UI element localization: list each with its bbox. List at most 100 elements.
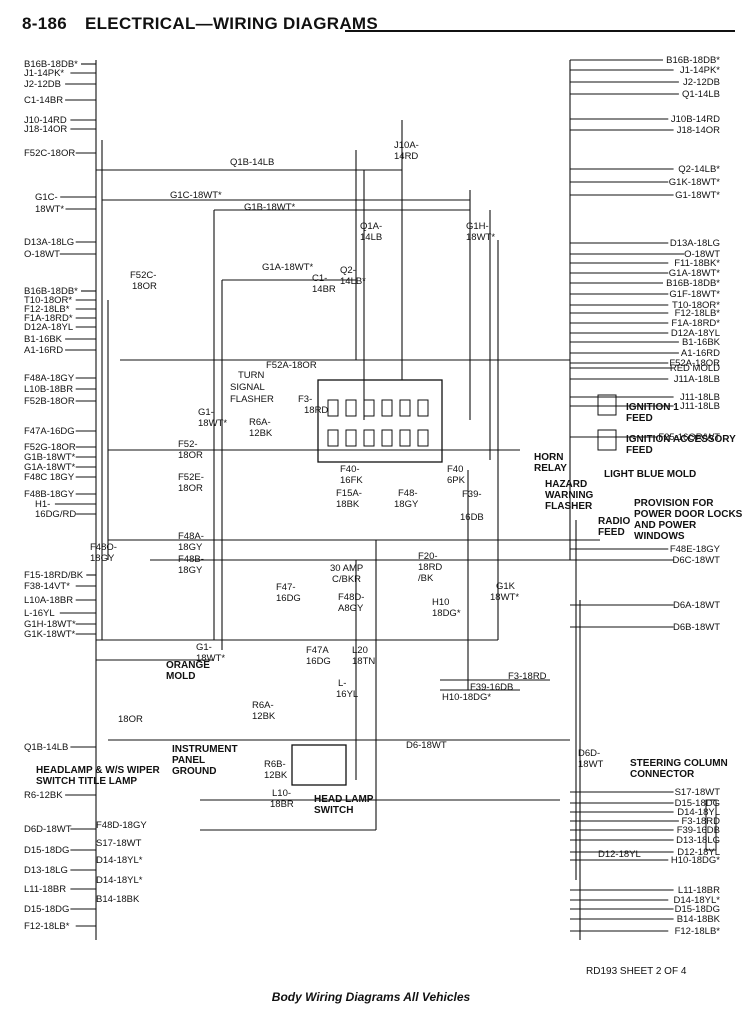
wire-label: T10-18OR*: [24, 295, 72, 306]
wire-label: J1-14PK*: [24, 68, 64, 79]
wire-label: F25-16OR/WT: [658, 432, 720, 443]
wire-label: Q2-14LB*: [678, 164, 720, 175]
wire-label: FEED: [598, 527, 625, 538]
wire-label: FEED: [626, 413, 653, 424]
wire-label: J18-14OR: [677, 125, 720, 136]
wire-label: A1-16RD: [681, 348, 720, 359]
wire-label: D15-18DG: [24, 845, 69, 856]
wire-label: GROUND: [172, 766, 216, 777]
wire-label: HAZARD: [545, 479, 587, 490]
wire-label: TURN: [238, 370, 265, 381]
wire-label: B16B-18DB*: [666, 55, 720, 66]
fuse-cavity: [381, 399, 393, 417]
wire-label: F48A-18GY: [24, 373, 75, 384]
wire-label: 16YL: [336, 689, 358, 700]
wire-label: /BK: [418, 573, 434, 584]
header-rule: [345, 30, 735, 32]
fuse-cavity: [327, 399, 339, 417]
wire-label: J11A-18LB: [674, 374, 720, 385]
wire-label: 18WT*: [35, 204, 64, 215]
wire-label: 12BK: [249, 428, 273, 439]
wire-label: B16B-18DB*: [24, 59, 78, 70]
wire-label: A1-16RD: [24, 345, 63, 356]
wire-label: G1K: [496, 581, 516, 592]
wire-label: G1-18WT*: [675, 190, 720, 201]
wire-label: 18GY: [178, 542, 203, 553]
wire-label: INSTRUMENT: [172, 744, 238, 755]
wire-label: 16DG: [276, 593, 301, 604]
wire-label: G1-: [198, 407, 214, 418]
wire-label: HORN: [534, 452, 563, 463]
wire-label: 18TN: [352, 656, 375, 667]
ignition-accessory-connector: [597, 429, 617, 451]
wire-label: RELAY: [534, 463, 567, 474]
wire-label: D6C-18WT: [672, 555, 720, 566]
wire-label: 16DG: [306, 656, 331, 667]
wire-label: 12BK: [252, 711, 276, 722]
fuse-cavity: [399, 399, 411, 417]
wire-label: 18OR: [132, 281, 157, 292]
wire-label: F48A-: [178, 531, 204, 542]
fuse-cavity: [327, 429, 339, 447]
wire-label: Q1B-14LB: [230, 157, 274, 168]
wire-label: F48E-18GY: [670, 544, 721, 555]
fuse-cavity: [345, 399, 357, 417]
wire-label: D13A-18LG: [24, 237, 74, 248]
wire-label: RADIO: [598, 516, 630, 527]
wire-label: F52G-18OR: [24, 442, 76, 453]
wire-label: 30 AMP: [330, 563, 363, 574]
wire-label: L11-18BR: [678, 885, 720, 896]
wire-label: RED MOLD: [670, 363, 720, 374]
wire-label: D12-18YL: [598, 849, 641, 860]
wire-label: J10-14RD: [24, 115, 67, 126]
wire-label: F47A-16DG: [24, 426, 75, 437]
wire-label: D14-18YL: [677, 807, 720, 818]
wire-label: L10A-18BR: [24, 595, 73, 606]
wire-label: PANEL: [172, 755, 205, 766]
footer-title: Body Wiring Diagrams All Vehicles: [271, 990, 471, 1004]
wire-label: D6D-: [578, 748, 600, 759]
headlamp-switch: [291, 744, 347, 786]
wire-label: 18WT*: [196, 653, 225, 664]
wire-label: C1-14BR: [24, 95, 63, 106]
wire-label: F48C 18GY: [24, 472, 75, 483]
wire-label: F48B-: [178, 554, 204, 565]
wire-label: 18WT: [578, 759, 604, 770]
wire-label: F48B-18GY: [24, 489, 75, 500]
wire-label: F52C-: [130, 270, 156, 281]
wire-label: 18RD: [418, 562, 442, 573]
wire-label: J10B-14RD: [671, 114, 720, 125]
wire-label: J2-12DB: [683, 77, 720, 88]
wire-label: F48D-18GY: [96, 820, 147, 831]
wire-label: 18OR: [178, 483, 203, 494]
wire-label: 16DG/RD: [35, 509, 76, 520]
wire-label: D14-18YL*: [96, 855, 143, 866]
wire-label: ORANGE: [166, 660, 210, 671]
wire-label: D14-18YL*: [674, 895, 721, 906]
wire-label: F3-18RD: [508, 671, 547, 682]
wire-label: Q2-: [340, 265, 356, 276]
wire-label: F40: [447, 464, 463, 475]
wire-label: 18BK: [336, 499, 360, 510]
wire-label: A8GY: [338, 603, 364, 614]
wire-label: G1H-: [466, 221, 489, 232]
wire-label: F20-: [418, 551, 438, 562]
wire-label: T10-18OR*: [672, 300, 720, 311]
wire-label: L10-: [272, 788, 291, 799]
fuse-block: [317, 379, 443, 463]
wire-label: AND POWER: [634, 520, 697, 531]
wire-label: 18RD: [304, 405, 328, 416]
wire-label: D6-18WT: [406, 740, 447, 751]
wire-label: F48-: [398, 488, 418, 499]
wire-label: D12-18YL: [677, 847, 720, 858]
wire-label: J11-18LB: [680, 401, 720, 412]
wire-label: G1C-18WT*: [170, 190, 222, 201]
wire-label: F52C-18OR: [24, 148, 75, 159]
wire-label: D13-18LG: [24, 865, 68, 876]
wire-label: 18GY: [394, 499, 419, 510]
wire-label: D13-18LG: [676, 835, 720, 846]
component-layer: [291, 379, 717, 851]
